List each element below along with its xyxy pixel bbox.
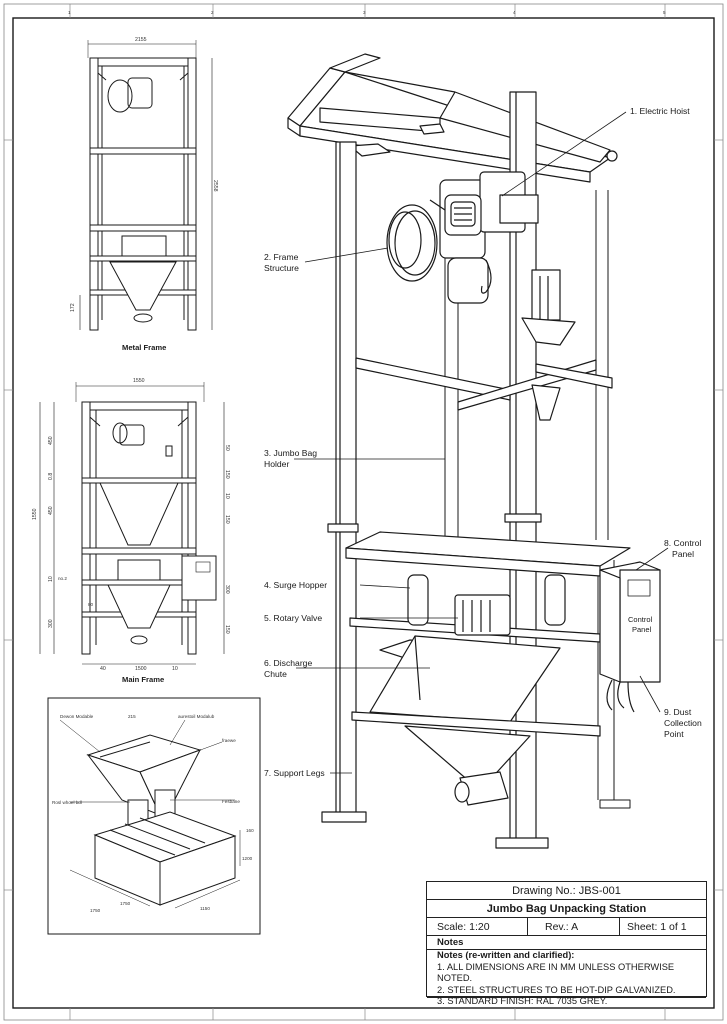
main-dim-right-2: 10	[224, 493, 230, 499]
border-mark-1: 1	[68, 10, 71, 15]
inner-border	[12, 17, 715, 1009]
main-dim-left-0: 450	[48, 436, 54, 445]
metal-dim-width: 2155	[135, 37, 147, 43]
main-dim-width: 1550	[133, 378, 145, 384]
main-frame-view	[39, 382, 225, 665]
callout-bag-holder-1: 3. Jumbo Bag	[264, 448, 317, 458]
main-dim-left-2: 450	[48, 506, 54, 515]
main-isometric-view	[287, 53, 669, 849]
callout-control-panel-1: 8. Control	[664, 538, 701, 548]
metal-frame-caption: Metal Frame	[122, 343, 166, 352]
revision-field: Rev.: A	[545, 921, 579, 933]
title-block: Drawing No.: JBS-001 Jumbo Bag Unpacking…	[426, 881, 707, 1006]
iso-label-9: 1150	[200, 906, 210, 911]
callout-dust-1: 9. Dust	[664, 707, 692, 717]
iso-label-7: 1750	[120, 901, 131, 906]
callout-dust-2: Collection	[664, 718, 702, 728]
main-frame-dims: 1550 1550 450 0.8 450 10 300 50 150 10 1…	[32, 378, 230, 684]
drawing-title: Jumbo Bag Unpacking Station	[427, 900, 706, 918]
control-panel	[599, 561, 661, 713]
callout-discharge-chute-1: 6. Discharge	[264, 658, 312, 668]
border-mark-5: 5	[663, 10, 666, 15]
callout-rotary-valve: 5. Rotary Valve	[264, 613, 322, 623]
main-dim-bottom-0: 40	[100, 666, 106, 672]
main-dim-mid-1: 80	[88, 602, 94, 607]
main-dim-right-1: 150	[224, 470, 230, 479]
main-dim-right-0: 50	[224, 445, 230, 451]
border-mark-2: 2	[211, 10, 214, 15]
main-dim-bottom-1: 1500	[135, 666, 147, 672]
electric-hoist	[386, 171, 539, 304]
main-dim-left-3: 10	[48, 576, 54, 582]
main-dim-right-3: 150	[224, 515, 230, 524]
note-1: 1. ALL DIMENSIONS ARE IN MM UNLESS OTHER…	[437, 961, 675, 984]
main-dim-height: 1550	[32, 508, 38, 520]
callouts: 1. Electric Hoist 2. Frame Structure 3. …	[264, 106, 702, 778]
note-2: 2. STEEL STRUCTURES TO BE HOT-DIP GALVAN…	[437, 984, 676, 995]
isometric-labels: Dewon Modable 215 aurestoil Modalub frae…	[52, 714, 254, 913]
outer-border	[3, 3, 724, 1021]
iso-label-8: 1750	[90, 908, 101, 913]
callout-support-legs: 7. Support Legs	[264, 768, 325, 778]
callout-discharge-chute-2: Chute	[264, 669, 287, 679]
left-front-leg	[321, 141, 367, 823]
upper-hopper	[521, 269, 576, 421]
main-dim-right-5: 150	[224, 625, 230, 634]
metal-dim-height: 2558	[212, 180, 218, 192]
title-block-meta: Scale: 1:20 Rev.: A Sheet: 1 of 1	[427, 918, 706, 936]
discharge-chute	[351, 635, 601, 806]
leader-lines	[294, 111, 669, 774]
iso-label-6: 160	[246, 828, 254, 833]
callout-control-panel-2: Panel	[672, 549, 694, 559]
border-mark-3: 3	[363, 10, 366, 15]
metal-frame-view	[79, 40, 213, 331]
main-dim-bottom-2: 10	[172, 666, 178, 672]
iso-label-4: Rosl whoel bdl	[52, 800, 82, 805]
bag-holder-ring	[355, 357, 613, 411]
isometric-detail-view	[47, 697, 261, 935]
main-frame-caption: Main Frame	[122, 675, 164, 684]
panel-label-1: Control	[628, 615, 653, 624]
callout-frame-structure-1: 2. Frame	[264, 252, 299, 262]
sheet-field: Sheet: 1 of 1	[627, 921, 687, 933]
notes-subheader: Notes (re-written and clarified):	[437, 950, 575, 960]
main-dim-mid-0: no.2	[58, 576, 67, 581]
iso-label-2: aurestoil Modalub	[178, 714, 215, 719]
notes-header: Notes	[427, 936, 706, 950]
iso-label-1: 215	[128, 714, 136, 719]
main-dim-left-4: 300	[48, 619, 54, 628]
metal-frame-dims: 2155 2558 172 Metal Frame	[70, 37, 218, 352]
iso-label-5: Fesbane	[222, 799, 240, 804]
scale-field: Scale: 1:20	[437, 921, 490, 933]
border-mark-4: 4	[513, 10, 516, 15]
main-dim-right-4: 300	[224, 585, 230, 594]
callout-dust-3: Point	[664, 729, 684, 739]
metal-dim-small: 172	[70, 303, 76, 312]
border-ticks	[4, 4, 723, 1020]
callout-surge-hopper: 4. Surge Hopper	[264, 580, 327, 590]
drawing-number: Drawing No.: JBS-001	[427, 882, 706, 900]
iso-label-10: 1200	[242, 856, 253, 861]
callout-electric-hoist: 1. Electric Hoist	[630, 106, 690, 116]
border-numbers: 1 2 3 4 5	[68, 10, 666, 15]
iso-label-3: fraewe	[222, 738, 236, 743]
callout-bag-holder-2: Holder	[264, 459, 289, 469]
callout-frame-structure-2: Structure	[264, 263, 299, 273]
main-dim-left-1: 0.8	[48, 473, 54, 480]
iso-label-0: Dewon Modable	[60, 714, 94, 719]
notes-body: Notes (re-written and clarified): 1. ALL…	[427, 950, 706, 1006]
panel-label-2: Panel	[632, 625, 652, 634]
note-3: 3. STANDARD FINISH: RAL 7035 GREY.	[437, 996, 608, 1006]
